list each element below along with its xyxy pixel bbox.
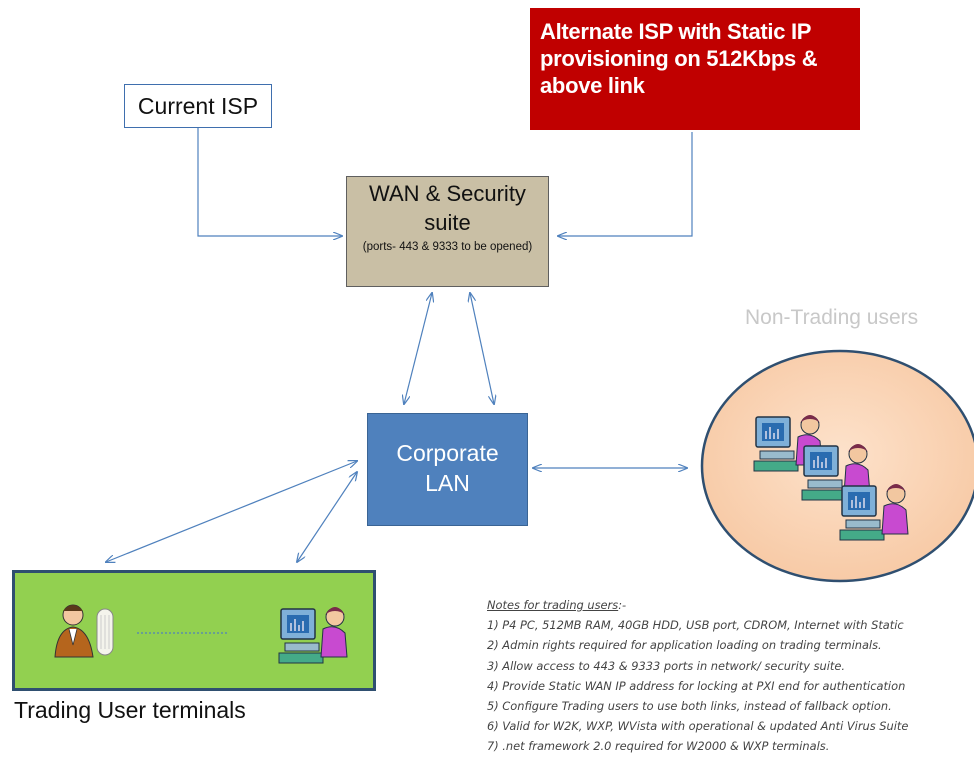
connector-lan-to-terminal-left: [106, 461, 357, 562]
connector-alternate-isp-to-wan: [558, 132, 693, 236]
wan-suite-subtitle: (ports- 443 & 9333 to be opened): [362, 241, 533, 253]
alternate-isp-line: provisioning on 512Kbps &: [540, 46, 818, 71]
note-item: 4) Provide Static WAN IP address for loc…: [487, 678, 906, 693]
connector-wan-to-lan-left: [404, 293, 432, 404]
trader-icon: [54, 604, 114, 658]
note-item: 6) Valid for W2K, WXP, WVista with opera…: [487, 719, 909, 734]
non-trading-user-icon: [839, 484, 909, 541]
current-isp-box: Current ISP: [124, 84, 272, 128]
connector-current-isp-to-wan: [197, 128, 342, 236]
note-item: 7) .net framework 2.0 required for W2000…: [487, 739, 830, 754]
connector-wan-to-lan-right: [470, 293, 494, 404]
corporate-lan-label: Corporate: [396, 440, 499, 466]
wan-suite-title: suite: [424, 210, 471, 235]
alternate-isp-line: above link: [540, 73, 645, 98]
notes-heading: Notes for trading users: [487, 598, 619, 612]
trading-terminals-caption: Trading User terminals: [14, 697, 246, 723]
non-trading-users-title: Non-Trading users: [745, 306, 919, 329]
non-trading-user-icon: [801, 444, 871, 501]
note-item: 3) Allow access to 443 & 9333 ports in n…: [487, 658, 846, 673]
alternate-isp-line: Alternate ISP with Static IP: [540, 19, 812, 44]
trading-terminals-box: [12, 570, 376, 691]
alternate-isp-box: Alternate ISP with Static IP provisionin…: [530, 8, 860, 130]
trading-user-icon: [278, 607, 348, 664]
trading-terminals-art: [54, 604, 348, 664]
notes-block: Notes for trading users:- 1) P4 PC, 512M…: [487, 595, 974, 757]
corporate-lan-label: LAN: [425, 470, 470, 496]
note-item: 2) Admin rights required for application…: [487, 638, 882, 653]
notes-heading-line: Notes for trading users:-: [487, 595, 974, 615]
current-isp-label: Current ISP: [137, 92, 259, 119]
note-item: 5) Configure Trading users to use both l…: [487, 699, 892, 714]
corporate-lan-box: Corporate LAN: [367, 413, 528, 526]
wan-security-suite-box: WAN & Security suite (ports- 443 & 9333 …: [346, 176, 549, 287]
connector-lan-to-terminal-right: [297, 472, 357, 562]
note-item: 1) P4 PC, 512MB RAM, 40GB HDD, USB port,…: [487, 618, 904, 633]
notes-heading-suffix: :-: [618, 598, 627, 612]
wan-suite-title: WAN & Security: [369, 181, 526, 206]
